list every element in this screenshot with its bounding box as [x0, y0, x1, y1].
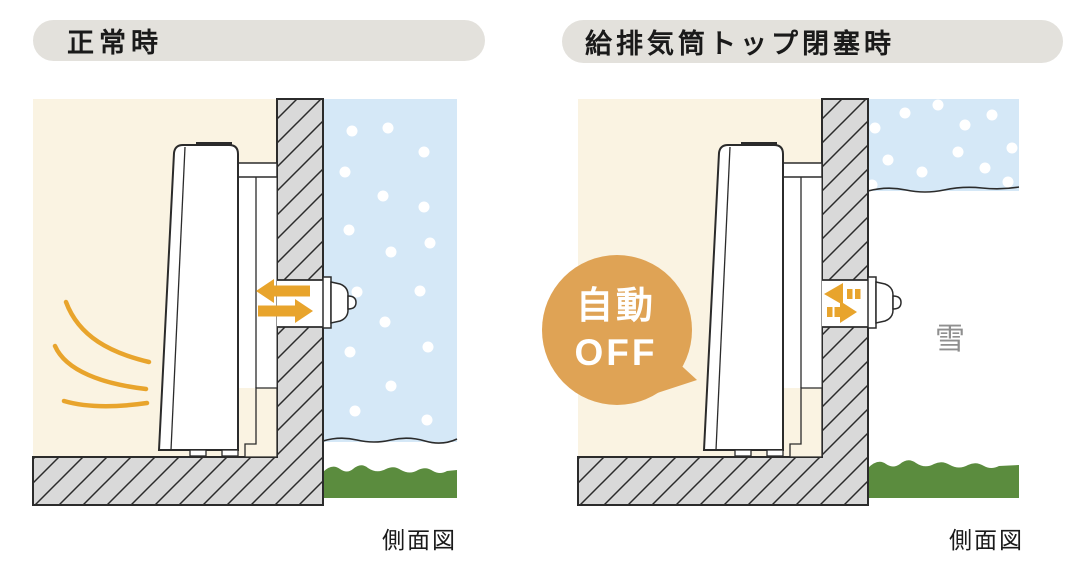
snowflake-dots-icon: [866, 99, 1018, 191]
vent-terminal-cap: [322, 276, 357, 329]
heater-foot: [766, 449, 784, 457]
grass: [868, 460, 1019, 498]
snow-surface-line: [322, 437, 458, 444]
heater-unit: [157, 142, 239, 457]
auto-off-bubble-icon: 自動 OFF: [542, 255, 697, 405]
heater-foot: [189, 449, 207, 457]
snow-label: 雪: [935, 323, 967, 356]
wall-recess-step: [244, 387, 278, 458]
flue-channel: [238, 163, 277, 388]
heat-wave-icon: [52, 299, 152, 409]
vent-opening-edges: [822, 279, 868, 328]
panel-title-blocked: 給排気筒トップ閉塞時: [562, 20, 1063, 63]
heater-top-vent-slot: [196, 142, 232, 146]
vent-opening: [822, 280, 868, 327]
blocked-vent-diagram: 雪 自動 OFF: [542, 98, 1020, 506]
snow-surface-line: [867, 186, 1020, 193]
heater-unit: [702, 142, 784, 457]
auto-off-line1: 自動: [576, 285, 656, 326]
vent-terminal-cap: [867, 276, 902, 329]
blocked-intake-arrow-icon: [824, 283, 861, 305]
snowflake-dots-icon: [339, 122, 436, 426]
side-view-caption-blocked: 側面図: [949, 527, 1024, 553]
vent-opening-edges: [277, 279, 323, 328]
panel-title-normal-label: 正常時: [67, 28, 163, 58]
blocked-exhaust-arrow-icon: [827, 301, 857, 323]
panel-title-normal: 正常時: [33, 20, 485, 61]
heater-foot: [734, 449, 752, 457]
intake-arrow-icon: [256, 279, 310, 303]
connection-duct: [782, 162, 823, 178]
grass: [323, 465, 457, 498]
panel-title-blocked-label: 給排気筒トップ閉塞時: [585, 29, 895, 59]
connection-duct: [237, 162, 278, 178]
wall-recess-step: [789, 387, 823, 458]
normal-operation-diagram: [32, 98, 458, 506]
heater-top-vent-slot: [741, 142, 777, 146]
exhaust-arrow-icon: [258, 299, 313, 323]
heater-foot: [221, 449, 239, 457]
auto-off-line2: OFF: [575, 332, 658, 373]
flue-channel: [783, 163, 822, 388]
side-view-caption-normal: 側面図: [382, 527, 457, 553]
